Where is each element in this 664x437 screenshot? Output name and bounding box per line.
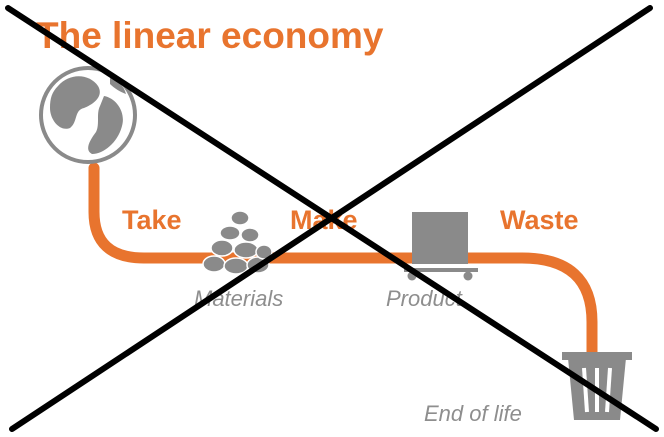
product-box-icon xyxy=(404,212,478,281)
globe-icon xyxy=(39,66,137,164)
cross-out-mark xyxy=(5,5,659,432)
step-label-waste: Waste xyxy=(500,205,579,235)
flow-line xyxy=(88,162,598,366)
page-title: The linear economy xyxy=(36,15,384,56)
step-label-take: Take xyxy=(122,205,182,235)
caption-end-of-life: End of life xyxy=(424,401,522,426)
